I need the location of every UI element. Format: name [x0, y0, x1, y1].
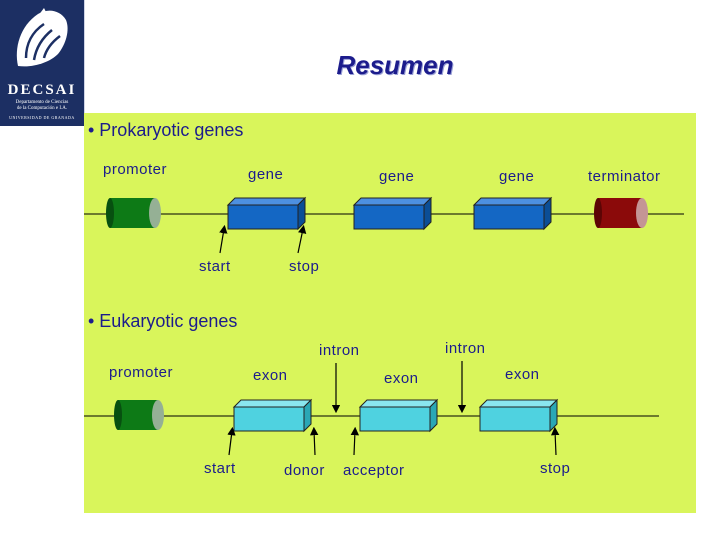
slide-title: Resumen: [336, 50, 454, 80]
logo-subtitle-line2: de la Computación e I.A.: [16, 106, 68, 111]
eukaryotic-exon-2: [358, 398, 439, 433]
eukaryotic-exon-1: [232, 398, 313, 433]
eukaryotic-acceptor-label: acceptor: [343, 462, 405, 479]
eukaryotic-donor-label: donor: [284, 462, 325, 479]
gene-structure-diagram: • Prokaryotic genes promoter: [84, 120, 684, 479]
logo-subtitle-line1: Departamento de Ciencias: [15, 100, 69, 105]
eukaryotic-intron-label-2: intron: [445, 340, 486, 357]
eukaryotic-start-label: start: [204, 460, 236, 477]
logo-university: UNIVERSIDAD DE GRANADA: [9, 115, 75, 120]
prokaryotic-gene-label-3: gene: [499, 168, 534, 185]
prokaryotic-stop-arrow: [297, 224, 307, 254]
eukaryotic-promoter: [114, 400, 164, 430]
eukaryotic-acceptor-arrow: [350, 426, 360, 456]
prokaryotic-gene-3: [472, 196, 553, 231]
prokaryotic-gene-1: [226, 196, 307, 231]
prokaryotic-gene-label-2: gene: [379, 168, 414, 185]
logo-title: DECSAI: [7, 82, 77, 98]
eukaryotic-stop-label: stop: [540, 460, 570, 477]
eukaryotic-start-arrow: [227, 426, 236, 456]
slide-panel: • Prokaryotic genes promoter: [84, 113, 696, 513]
eukaryotic-exon-label-2: exon: [384, 370, 419, 387]
prokaryotic-terminator-label: terminator: [588, 168, 661, 185]
eukaryotic-exon-label-3: exon: [505, 366, 540, 383]
prokaryotic-start-label: start: [199, 258, 231, 275]
prokaryotic-terminator: [594, 198, 648, 228]
decsai-logo: DECSAI Departamento de Ciencias de la Co…: [0, 0, 85, 126]
eukaryotic-stop-arrow: [550, 426, 560, 456]
eukaryotic-bullet: • Eukaryotic genes: [88, 311, 237, 331]
prokaryotic-start-arrow: [219, 224, 228, 254]
eukaryotic-exon-label-1: exon: [253, 367, 288, 384]
prokaryotic-promoter-label: promoter: [103, 161, 167, 178]
prokaryotic-gene-2: [352, 196, 433, 231]
eukaryotic-exon-3: [478, 398, 559, 433]
prokaryotic-promoter: [106, 198, 161, 228]
eukaryotic-intron-label-1: intron: [319, 342, 360, 359]
prokaryotic-stop-label: stop: [289, 258, 319, 275]
eukaryotic-promoter-label: promoter: [109, 364, 173, 381]
prokaryotic-bullet: • Prokaryotic genes: [88, 120, 243, 140]
prokaryotic-gene-label-1: gene: [248, 166, 283, 183]
eukaryotic-donor-arrow: [309, 426, 319, 456]
ship-emblem-icon: [16, 8, 68, 67]
